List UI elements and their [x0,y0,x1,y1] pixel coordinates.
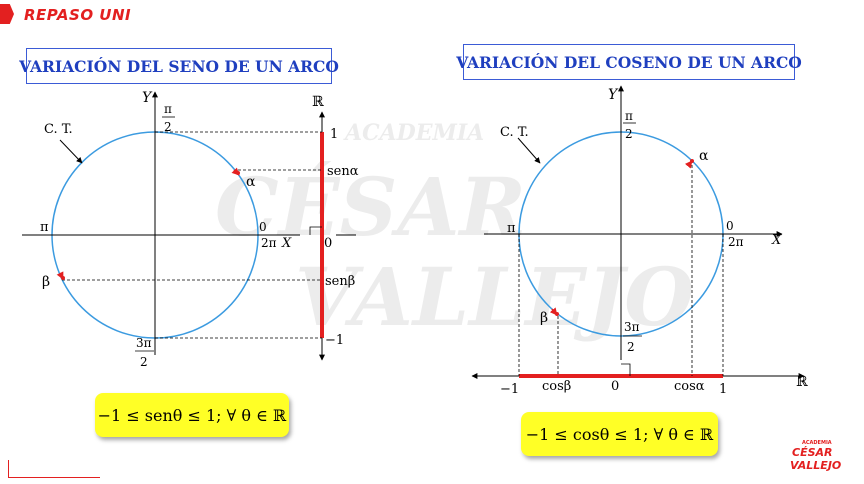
right-two-pi-label: 2π [728,235,744,249]
left-x-label: X [281,236,292,251]
left-zero-label: 0 [259,220,267,234]
watermark-line2: CÉSAR [215,160,526,254]
right-cos-beta-label: cosβ [542,379,571,394]
right-y-label: Y [608,87,619,103]
right-one-label: 1 [719,382,727,397]
left-two-pi-label: 2π [261,236,277,250]
right-three-pi-den: 2 [627,340,635,354]
footer-line [8,460,100,478]
right-zero-label: 0 [726,219,734,233]
left-pi-label: π [40,220,49,235]
left-ct-pointer [59,139,83,164]
right-reals-label: ℝ [796,374,808,390]
left-y-label: Y [142,90,153,106]
left-zero-axis-label: 0 [324,236,332,251]
right-title: VARIACIÓN DEL COSENO DE UN ARCO [456,44,802,80]
watermark-line1: ACADEMIA [343,120,484,146]
left-formula: −1 ≤ senθ ≤ 1; ∀ θ ∈ ℝ [95,393,289,437]
right-pi-label: π [507,221,516,236]
right-formula: −1 ≤ cosθ ≤ 1; ∀ θ ∈ ℝ [521,412,718,456]
left-beta-label: β [42,274,50,290]
left-reals-label: ℝ [312,94,324,110]
left-diagram: C. T. Y π 2 π 0 2π X α β 3π 2 ℝ 1 senα 0… [22,90,359,369]
logo-small: ACADEMIA [802,440,832,446]
header-badge-icon [0,4,14,24]
left-minus-one-label: −1 [325,333,344,348]
left-title: VARIACIÓN DEL SENO DE UN ARCO [19,48,339,84]
right-pi-half-num: π [625,109,633,123]
left-three-pi-den: 2 [140,355,148,369]
logo-line2: VALLEJO [790,459,842,472]
right-x-label: X [771,233,782,248]
left-projections [62,131,322,339]
right-alpha-label: α [699,148,709,164]
logo-line1: CÉSAR [792,446,833,459]
left-sen-beta-label: senβ [325,274,355,289]
right-ct-label: C. T. [500,125,529,140]
right-right-angle [621,363,631,376]
left-pi-half-num: π [164,102,172,116]
watermark-line3: VALLEJO [295,250,694,344]
left-pi-half-den: 2 [164,120,172,134]
header-label: REPASO UNI [24,6,132,24]
right-three-pi-num: 3π [624,320,640,334]
left-three-pi-num: 3π [136,336,152,350]
left-alpha-label: α [246,174,256,190]
cesar-vallejo-logo: ACADEMIA CÉSAR VALLEJO [786,440,858,478]
right-zero-axis-label: 0 [611,379,619,394]
right-projections [518,160,724,376]
left-right-angle [309,226,322,235]
right-beta-label: β [540,310,548,326]
left-one-label: 1 [330,127,338,142]
watermark: ACADEMIA CÉSAR VALLEJO [215,120,694,344]
left-sen-alpha-label: senα [327,164,359,179]
left-ct-label: C. T. [44,122,73,137]
right-ct-pointer [517,137,541,164]
right-minus-one-label: −1 [500,382,519,397]
right-pi-half-den: 2 [625,127,633,141]
right-diagram: C. T. Y π 2 π 0 2π X α β 3π 2 ℝ −1 cosβ … [471,85,808,397]
right-cos-alpha-label: cosα [674,379,705,394]
